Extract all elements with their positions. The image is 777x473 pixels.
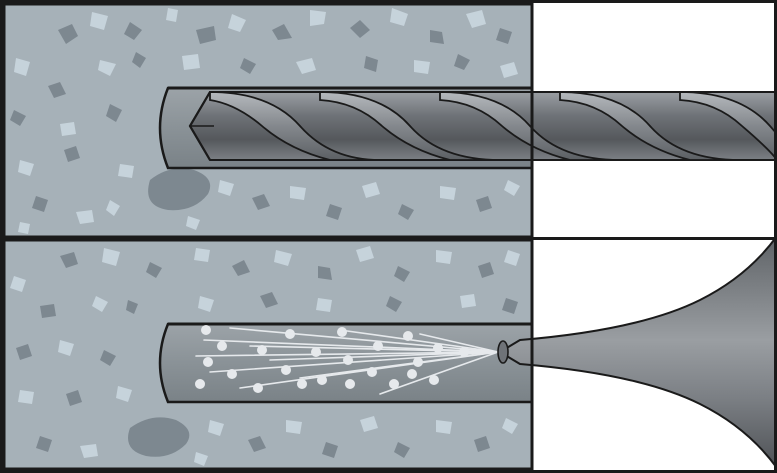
dust-particles (195, 325, 469, 393)
aggregate-bottom (10, 246, 520, 466)
dust-stream (195, 327, 499, 395)
drill-bit-icon (188, 91, 777, 162)
aggregate-top (10, 8, 520, 234)
blower-nozzle-icon (497, 234, 777, 470)
blowout-panel (2, 234, 777, 471)
drilling-panel (2, 2, 777, 239)
